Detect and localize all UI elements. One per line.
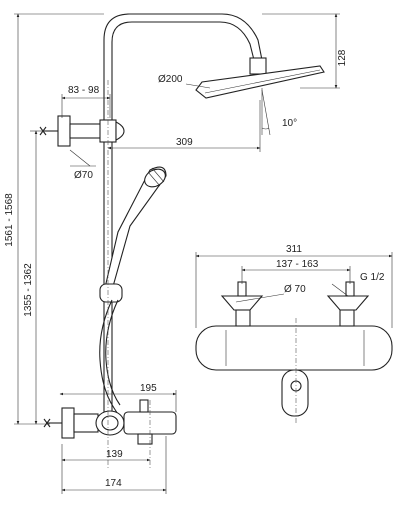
dim-escutcheon-diameter: Ø 70 [284, 284, 306, 295]
dim-10-degrees: 10° [282, 118, 297, 129]
dim-309: 309 [176, 137, 193, 148]
dim-connection-centres: 137 - 163 [276, 259, 319, 270]
bath-mixer-side [43, 399, 177, 445]
dim-195: 195 [140, 383, 157, 394]
dim-139: 139 [106, 449, 123, 460]
bath-spout [281, 369, 309, 417]
dim-311: 311 [286, 244, 302, 255]
left-connection [220, 281, 264, 327]
dimension-lines [14, 13, 340, 494]
dim-head-diameter: Ø200 [158, 74, 183, 85]
right-connection [326, 281, 370, 327]
dim-174: 174 [105, 478, 122, 489]
dim-128: 128 [337, 49, 348, 66]
hand-shower [103, 166, 167, 293]
wall-bracket [39, 115, 125, 147]
mixer-front-view [195, 281, 393, 424]
front-dimension-lines [195, 252, 393, 328]
dim-bracket-diameter: Ø70 [74, 170, 93, 181]
riser-pipe [103, 13, 263, 420]
dim-total-height: 1561 - 1568 [4, 193, 15, 247]
dim-thread: G 1/2 [360, 272, 385, 283]
side-view [39, 13, 325, 470]
dim-riser-height: 1355 - 1362 [23, 263, 34, 317]
slide-holder [99, 283, 123, 303]
dim-wall-distance: 83 - 98 [68, 85, 100, 96]
overhead-shower-head [195, 57, 325, 99]
